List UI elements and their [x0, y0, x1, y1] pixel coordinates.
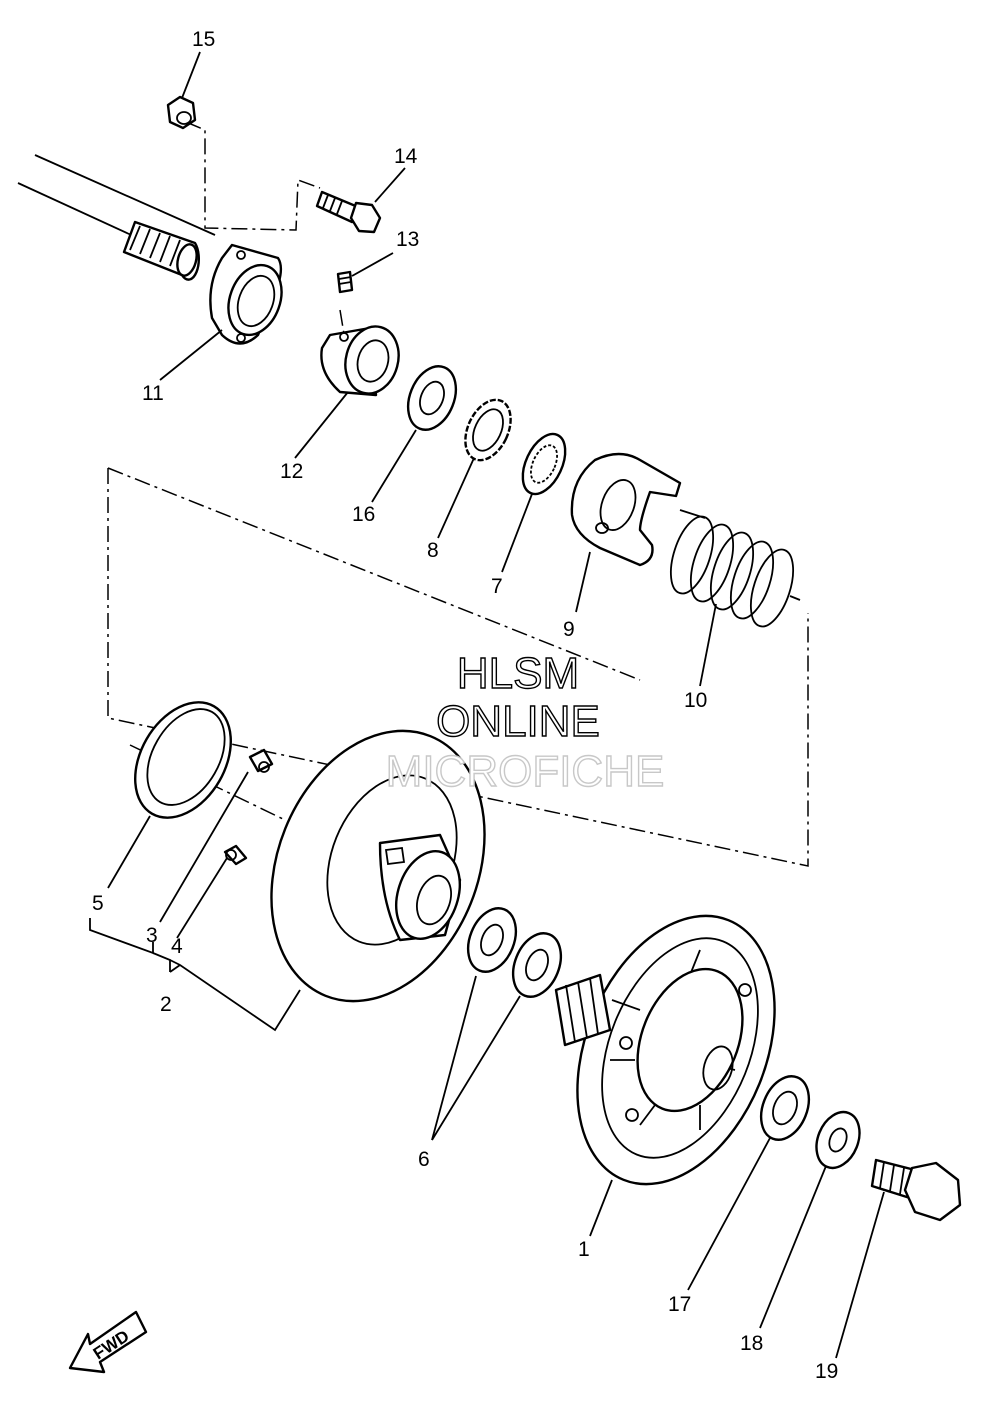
callout-2: 2 — [160, 993, 172, 1016]
callout-15: 15 — [192, 28, 215, 51]
castle-nut-part-8 — [464, 398, 512, 462]
bolt-part-14 — [315, 190, 382, 234]
watermark-line-1: HLSM — [457, 649, 579, 698]
callout-7: 7 — [491, 575, 503, 598]
fwd-direction-badge: FWD — [68, 1310, 148, 1374]
sheave-part-1 — [554, 914, 776, 1186]
callout-6: 6 — [418, 1148, 430, 1171]
bearing-part-12 — [320, 325, 400, 397]
callout-12: 12 — [280, 460, 303, 483]
callout-5: 5 — [92, 892, 104, 915]
callout-10: 10 — [684, 689, 707, 712]
leader-lines — [89, 51, 885, 1359]
callout-18: 18 — [740, 1332, 763, 1355]
watermark: HLSM ONLINE MICROFICHE — [385, 648, 665, 796]
callout-13: 13 — [396, 228, 419, 251]
spring-part-10 — [669, 509, 801, 628]
bolt-part-19 — [870, 1158, 962, 1222]
callout-11: 11 — [142, 382, 164, 405]
cam-part-9 — [570, 452, 682, 567]
washers-part-6 — [466, 907, 563, 998]
shaft — [17, 154, 216, 281]
ring-part-5 — [134, 701, 232, 819]
sheave-part-2 — [270, 729, 486, 1003]
flange-housing-part-11 — [209, 243, 283, 345]
lock-washer-part-7 — [521, 432, 567, 496]
washer-part-16 — [406, 365, 458, 431]
callout-17: 17 — [668, 1293, 691, 1316]
watermark-line-3: MICROFICHE — [386, 747, 665, 796]
callout-3: 3 — [146, 924, 158, 947]
callout-1: 1 — [578, 1238, 590, 1261]
callouts: 15 14 13 11 12 16 8 7 9 10 5 3 4 2 6 1 1… — [92, 28, 838, 1383]
callout-19: 19 — [815, 1360, 838, 1383]
callout-8: 8 — [427, 539, 439, 562]
washer-part-18 — [815, 1110, 861, 1170]
washer-part-17 — [759, 1075, 811, 1141]
nut-part-15 — [166, 95, 197, 130]
callout-14: 14 — [394, 145, 418, 168]
reference-lines — [107, 121, 809, 867]
screw-part-4 — [223, 844, 248, 866]
callout-9: 9 — [563, 618, 575, 641]
grease-nipple-part-13 — [336, 270, 354, 294]
nipple-part-3 — [248, 748, 274, 773]
callout-4: 4 — [171, 935, 183, 958]
watermark-line-2: ONLINE — [436, 697, 600, 746]
callout-16: 16 — [352, 503, 375, 526]
